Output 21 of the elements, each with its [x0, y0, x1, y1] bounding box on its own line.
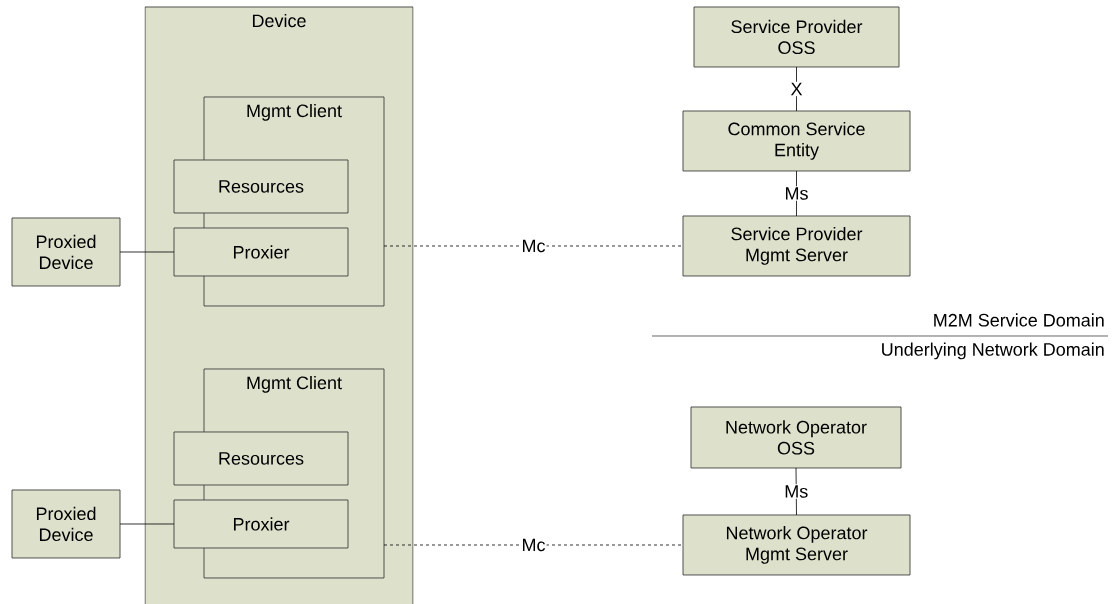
server-box: Network Operator Mgmt Server [682, 514, 911, 576]
edge-label: Ms [783, 186, 810, 201]
edge-label: X [789, 81, 804, 97]
server-box: Service Provider Mgmt Server [682, 215, 911, 277]
connector [796, 66, 797, 112]
resources-box: Resources [173, 159, 349, 214]
device-box: Proxied Device [11, 217, 121, 287]
resources-box: Resources [173, 431, 349, 486]
domain-label: M2M Service Domain [934, 313, 1104, 327]
oss-box: Service Provider OSS [693, 6, 900, 68]
entity-box: Common Service Entity [682, 110, 911, 172]
edge-label: Ms [783, 484, 810, 499]
proxier-box: Proxier [173, 499, 349, 549]
edge-label: Mc [520, 238, 547, 254]
domain-label: Underlying Network Domain [882, 342, 1104, 360]
connector [119, 251, 175, 253]
connector [119, 523, 175, 525]
edge-label: Mc [520, 537, 547, 553]
oss-box: Network Operator OSS [690, 406, 902, 469]
device-box: Proxied Device [11, 489, 121, 559]
proxier-box: Proxier [173, 227, 349, 277]
